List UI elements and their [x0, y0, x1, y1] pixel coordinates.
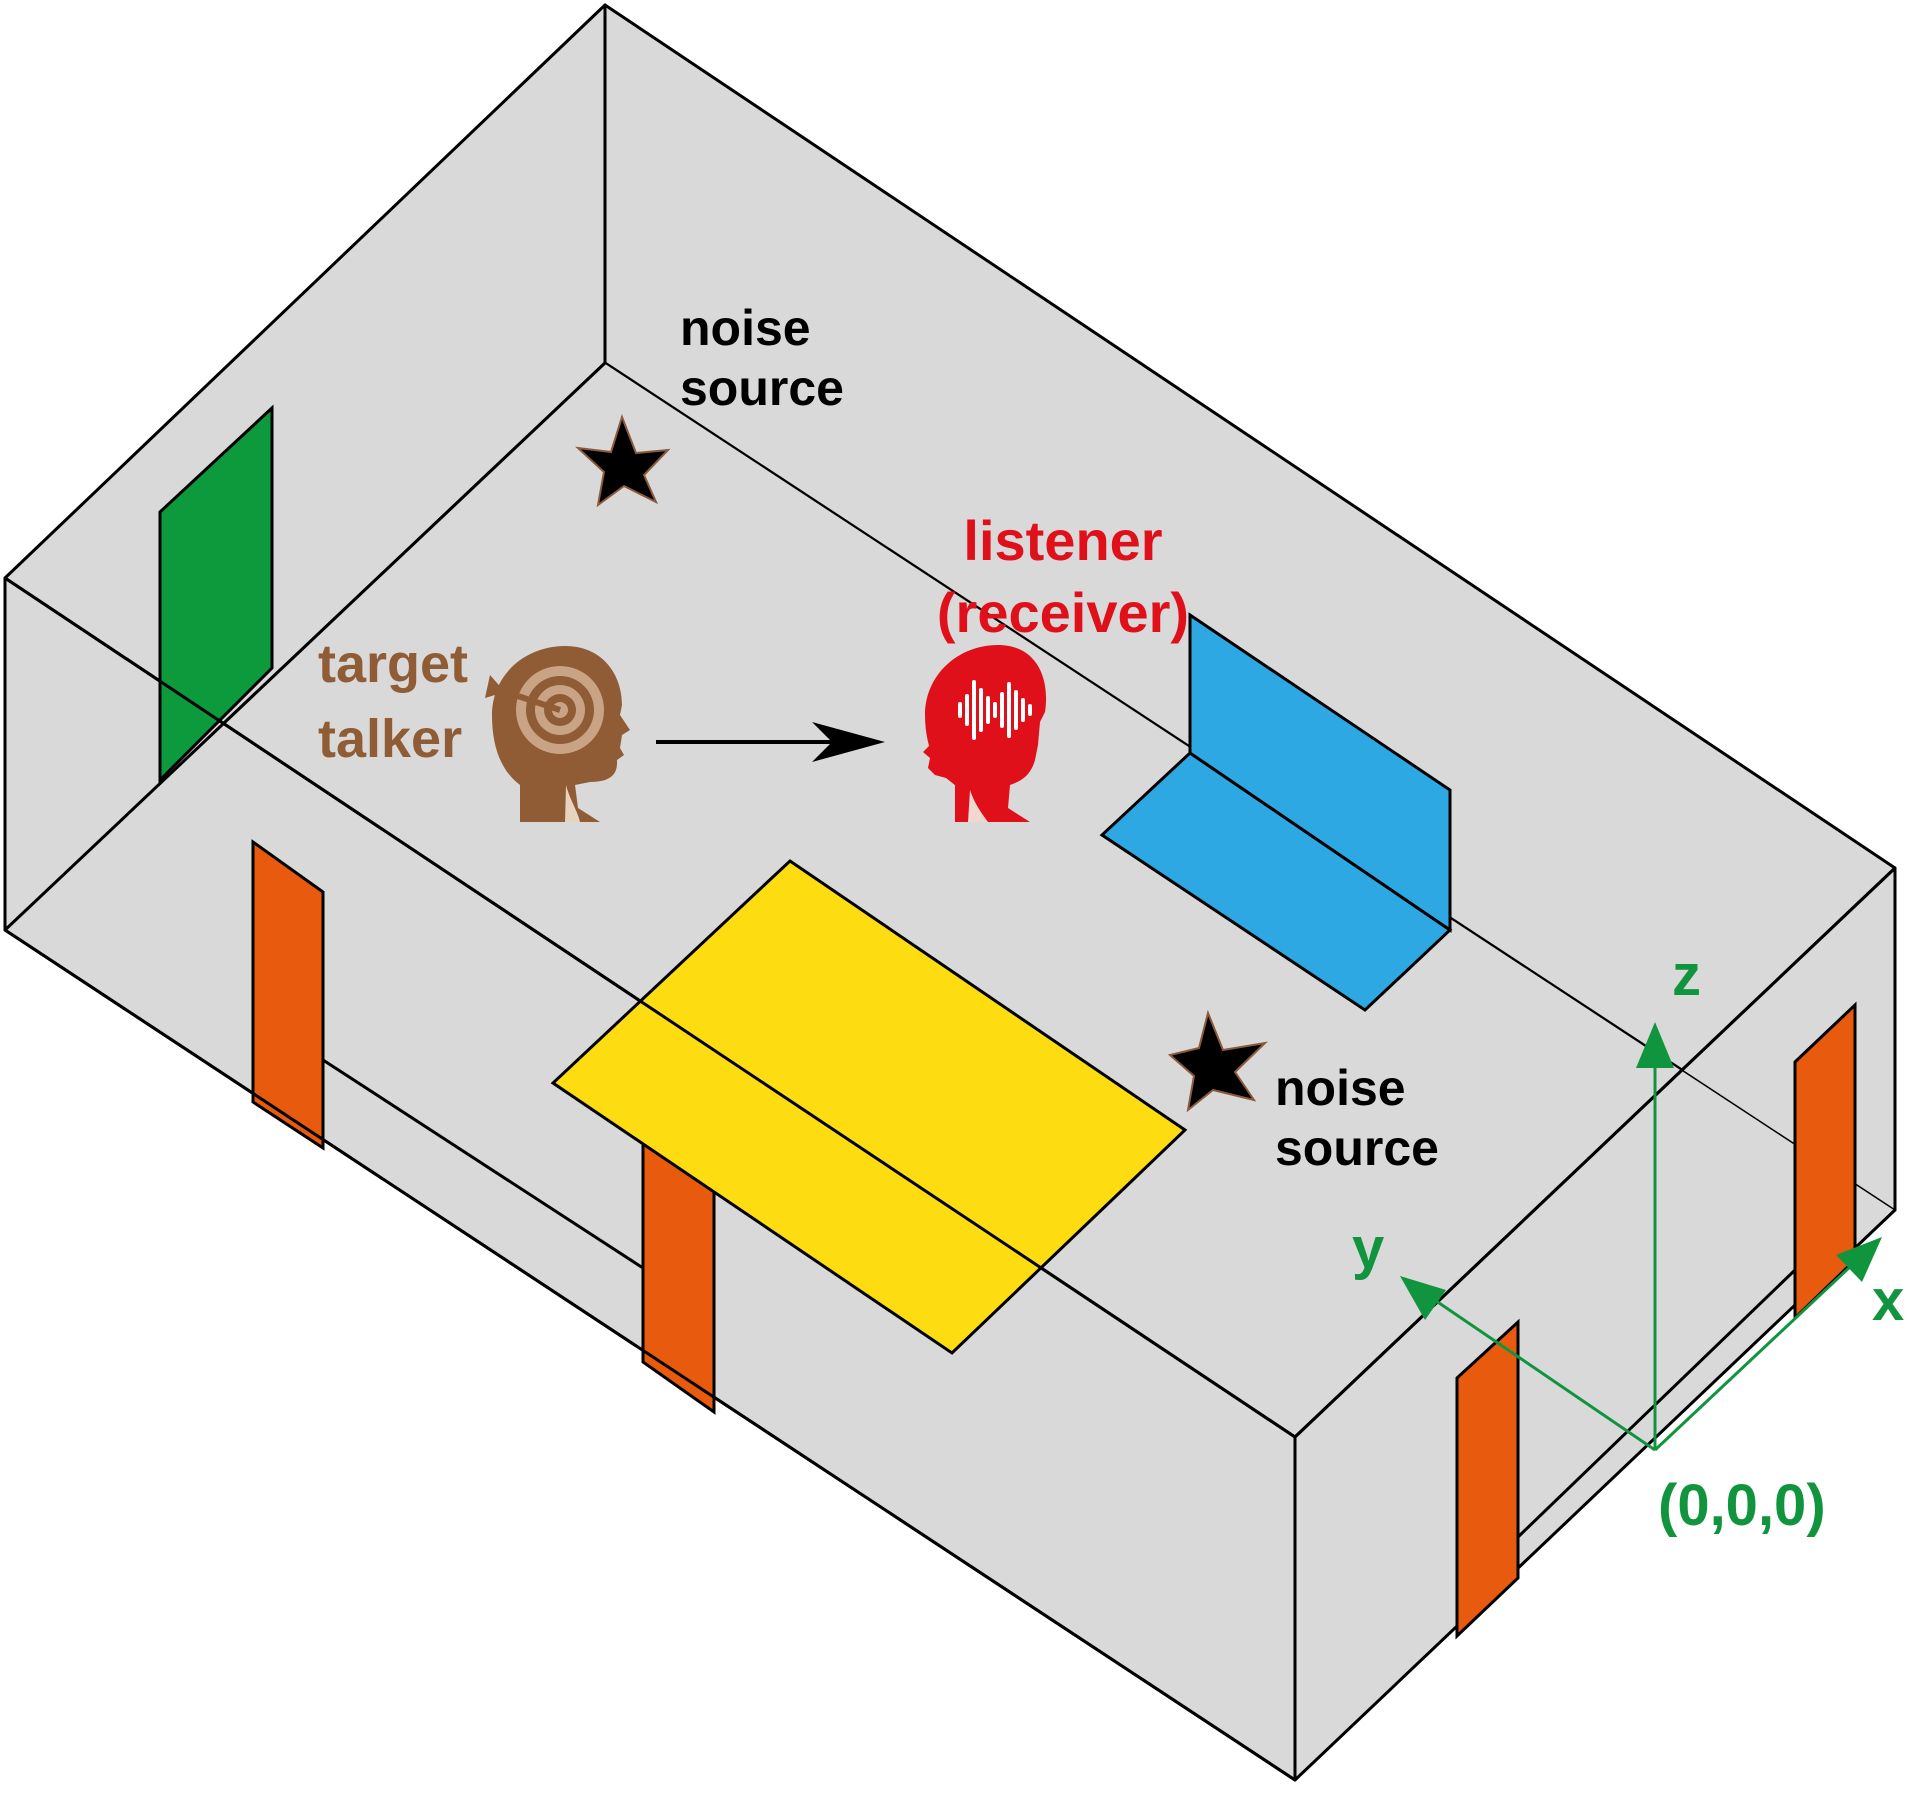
arrow-icon [656, 722, 885, 762]
x-arrowhead [1836, 1237, 1882, 1282]
yellow-panel [550, 859, 1188, 1355]
orange-door-left [251, 839, 325, 1151]
star-icon [1167, 1009, 1269, 1113]
orange-door-right-front [1455, 1318, 1520, 1640]
z-axis-label: z [1672, 943, 1701, 1008]
origin-label: (0,0,0) [1658, 1473, 1826, 1538]
y-axis-label: y [1352, 1216, 1384, 1281]
front-edges [3, 361, 1897, 1782]
star-icon [575, 413, 671, 508]
openings [158, 404, 1857, 1640]
blue-panel-wall [1188, 612, 1452, 933]
z-arrowhead [1636, 1022, 1674, 1068]
sound-wave-icon [958, 680, 1032, 740]
sound-wave-head-icon [923, 645, 1047, 822]
coordinate-axes [1400, 1022, 1882, 1452]
green-door [158, 404, 274, 784]
x-axis-label: x [1872, 1268, 1904, 1333]
x-axis [1653, 1248, 1870, 1452]
corridor-line-left [322, 1058, 644, 1270]
y-axis [1419, 1288, 1656, 1452]
y-arrowhead [1400, 1276, 1446, 1320]
target-head-icon [485, 646, 630, 822]
blue-panel [1099, 612, 1453, 1012]
listener-label: listener(receiver) [937, 509, 1189, 644]
